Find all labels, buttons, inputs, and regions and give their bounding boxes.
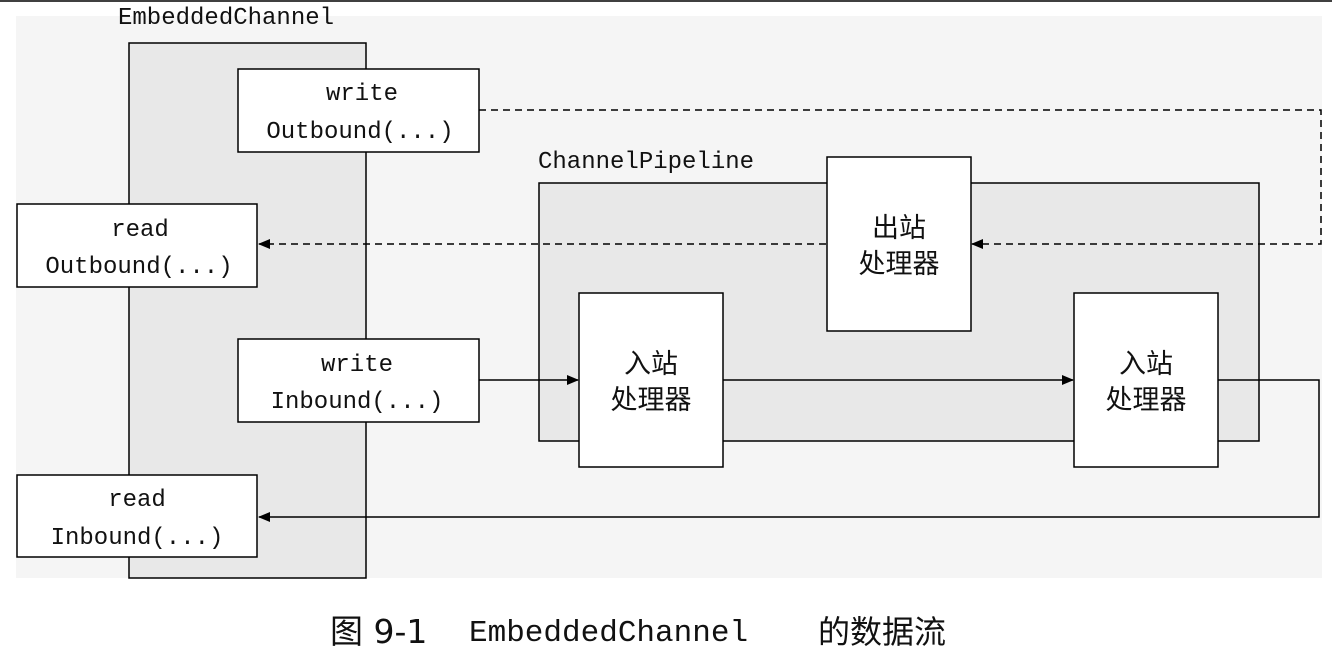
outbound-handler-label-line2: 处理器 bbox=[859, 249, 940, 280]
write-inbound-box: write Inbound(...) bbox=[237, 338, 480, 423]
inbound-handler-2-label-line1: 入站 bbox=[1119, 349, 1173, 380]
read-inbound-label-line1: read bbox=[108, 487, 166, 514]
outbound-handler-label-line1: 出站 bbox=[872, 213, 926, 244]
embedded-channel-title: EmbeddedChannel bbox=[118, 5, 334, 32]
inbound-handler-1-label-line2: 处理器 bbox=[611, 385, 692, 416]
write-outbound-label-line2: Outbound(...) bbox=[266, 119, 453, 146]
read-inbound-flow-line bbox=[258, 379, 1320, 522]
read-inbound-box: read Inbound(...) bbox=[16, 474, 258, 558]
inbound-handler-2-box: 入站 处理器 bbox=[1073, 292, 1219, 468]
pipeline-title: ChannelPipeline bbox=[538, 149, 754, 176]
write-outbound-box: write Outbound(...) bbox=[237, 68, 480, 153]
inbound-handler-1-label-line1: 入站 bbox=[624, 349, 678, 380]
write-outbound-flow-line bbox=[479, 109, 1322, 249]
write-inbound-label-line1: write bbox=[321, 352, 393, 379]
write-outbound-label-line1: write bbox=[326, 81, 398, 108]
inbound-handler-1-box: 入站 处理器 bbox=[578, 292, 724, 468]
figure-caption-code: EmbeddedChannel bbox=[469, 616, 748, 651]
read-outbound-label-line1: read bbox=[111, 217, 169, 244]
outbound-handler-box: 出站 处理器 bbox=[826, 156, 972, 332]
figure-caption-number: 图 9-1 bbox=[330, 612, 427, 651]
read-inbound-label-line2: Inbound(...) bbox=[51, 525, 224, 552]
figure-caption: 图 9-1 EmbeddedChannel 的数据流 bbox=[330, 612, 946, 651]
figure-caption-suffix: 的数据流 bbox=[818, 613, 946, 651]
write-inbound-label-line2: Inbound(...) bbox=[271, 389, 444, 416]
read-outbound-box: read Outbound(...) bbox=[16, 203, 258, 288]
read-outbound-label-line2: Outbound(...) bbox=[45, 254, 232, 281]
inbound-handler-2-label-line2: 处理器 bbox=[1106, 385, 1187, 416]
